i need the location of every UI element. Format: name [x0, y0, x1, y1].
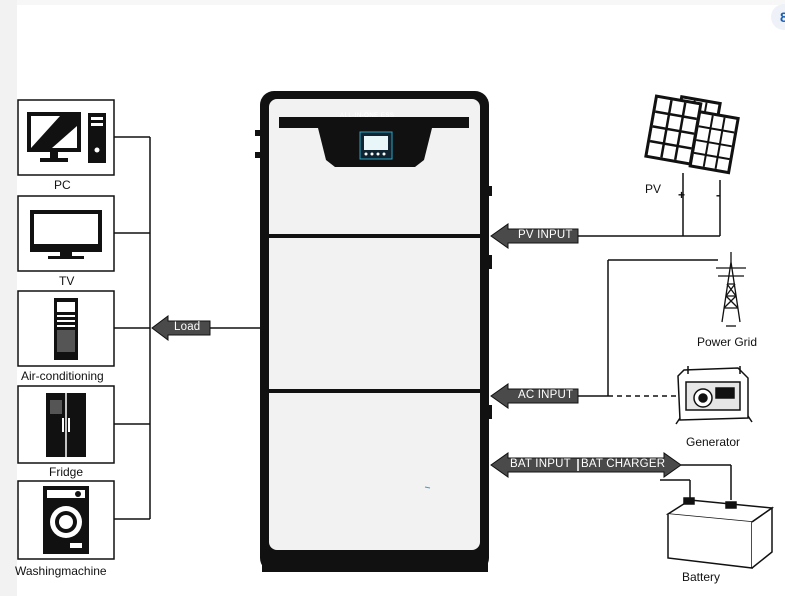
pv-plus-label: +: [678, 188, 686, 202]
ac-input-arrow: [490, 383, 579, 409]
air-conditioner-icon: [17, 290, 115, 367]
grid-wiring: [578, 259, 718, 397]
load-arrow-label: Load: [174, 321, 201, 333]
pc-icon: [17, 99, 115, 176]
battery-icon: [665, 497, 775, 569]
pv-minus-label: -: [716, 188, 720, 202]
load-arrow: [151, 315, 211, 341]
solar-panel-icon: [644, 94, 740, 175]
bat-input-label: BAT INPUT: [510, 458, 571, 470]
pv-label: PV: [645, 182, 662, 196]
top-gutter: [17, 0, 785, 5]
power-grid-label: Power Grid: [697, 335, 758, 349]
battery-double-arrow: [490, 452, 682, 478]
generator-icon: [675, 366, 753, 425]
air-conditioning-label: Air-conditioning: [21, 369, 104, 383]
load-bus: [114, 136, 262, 520]
pv-input-arrow: [490, 223, 579, 249]
bat-charger-label: BAT CHARGER: [581, 458, 666, 470]
ac-input-label: AC INPUT: [518, 389, 574, 401]
battery-wiring: [660, 464, 732, 500]
fridge-icon: [17, 385, 115, 464]
ess-unit: [255, 91, 492, 572]
pc-label: PC: [54, 178, 71, 192]
corner-action-button[interactable]: 8: [771, 4, 785, 30]
left-gutter: [0, 0, 17, 596]
tv-label: TV: [59, 274, 75, 288]
washingmachine-label: Washingmachine: [15, 564, 107, 578]
generator-label: Generator: [686, 435, 741, 449]
ess-brand-label: ALL-IN-ONE ESS: [340, 113, 395, 119]
pv-input-label: PV INPUT: [518, 229, 573, 241]
fridge-label: Fridge: [49, 465, 84, 479]
pv-wiring: [578, 173, 721, 237]
washing-machine-icon: [17, 480, 115, 560]
battery-label: Battery: [682, 570, 721, 584]
power-grid-tower-icon: [716, 252, 746, 327]
tv-icon: [17, 195, 115, 272]
